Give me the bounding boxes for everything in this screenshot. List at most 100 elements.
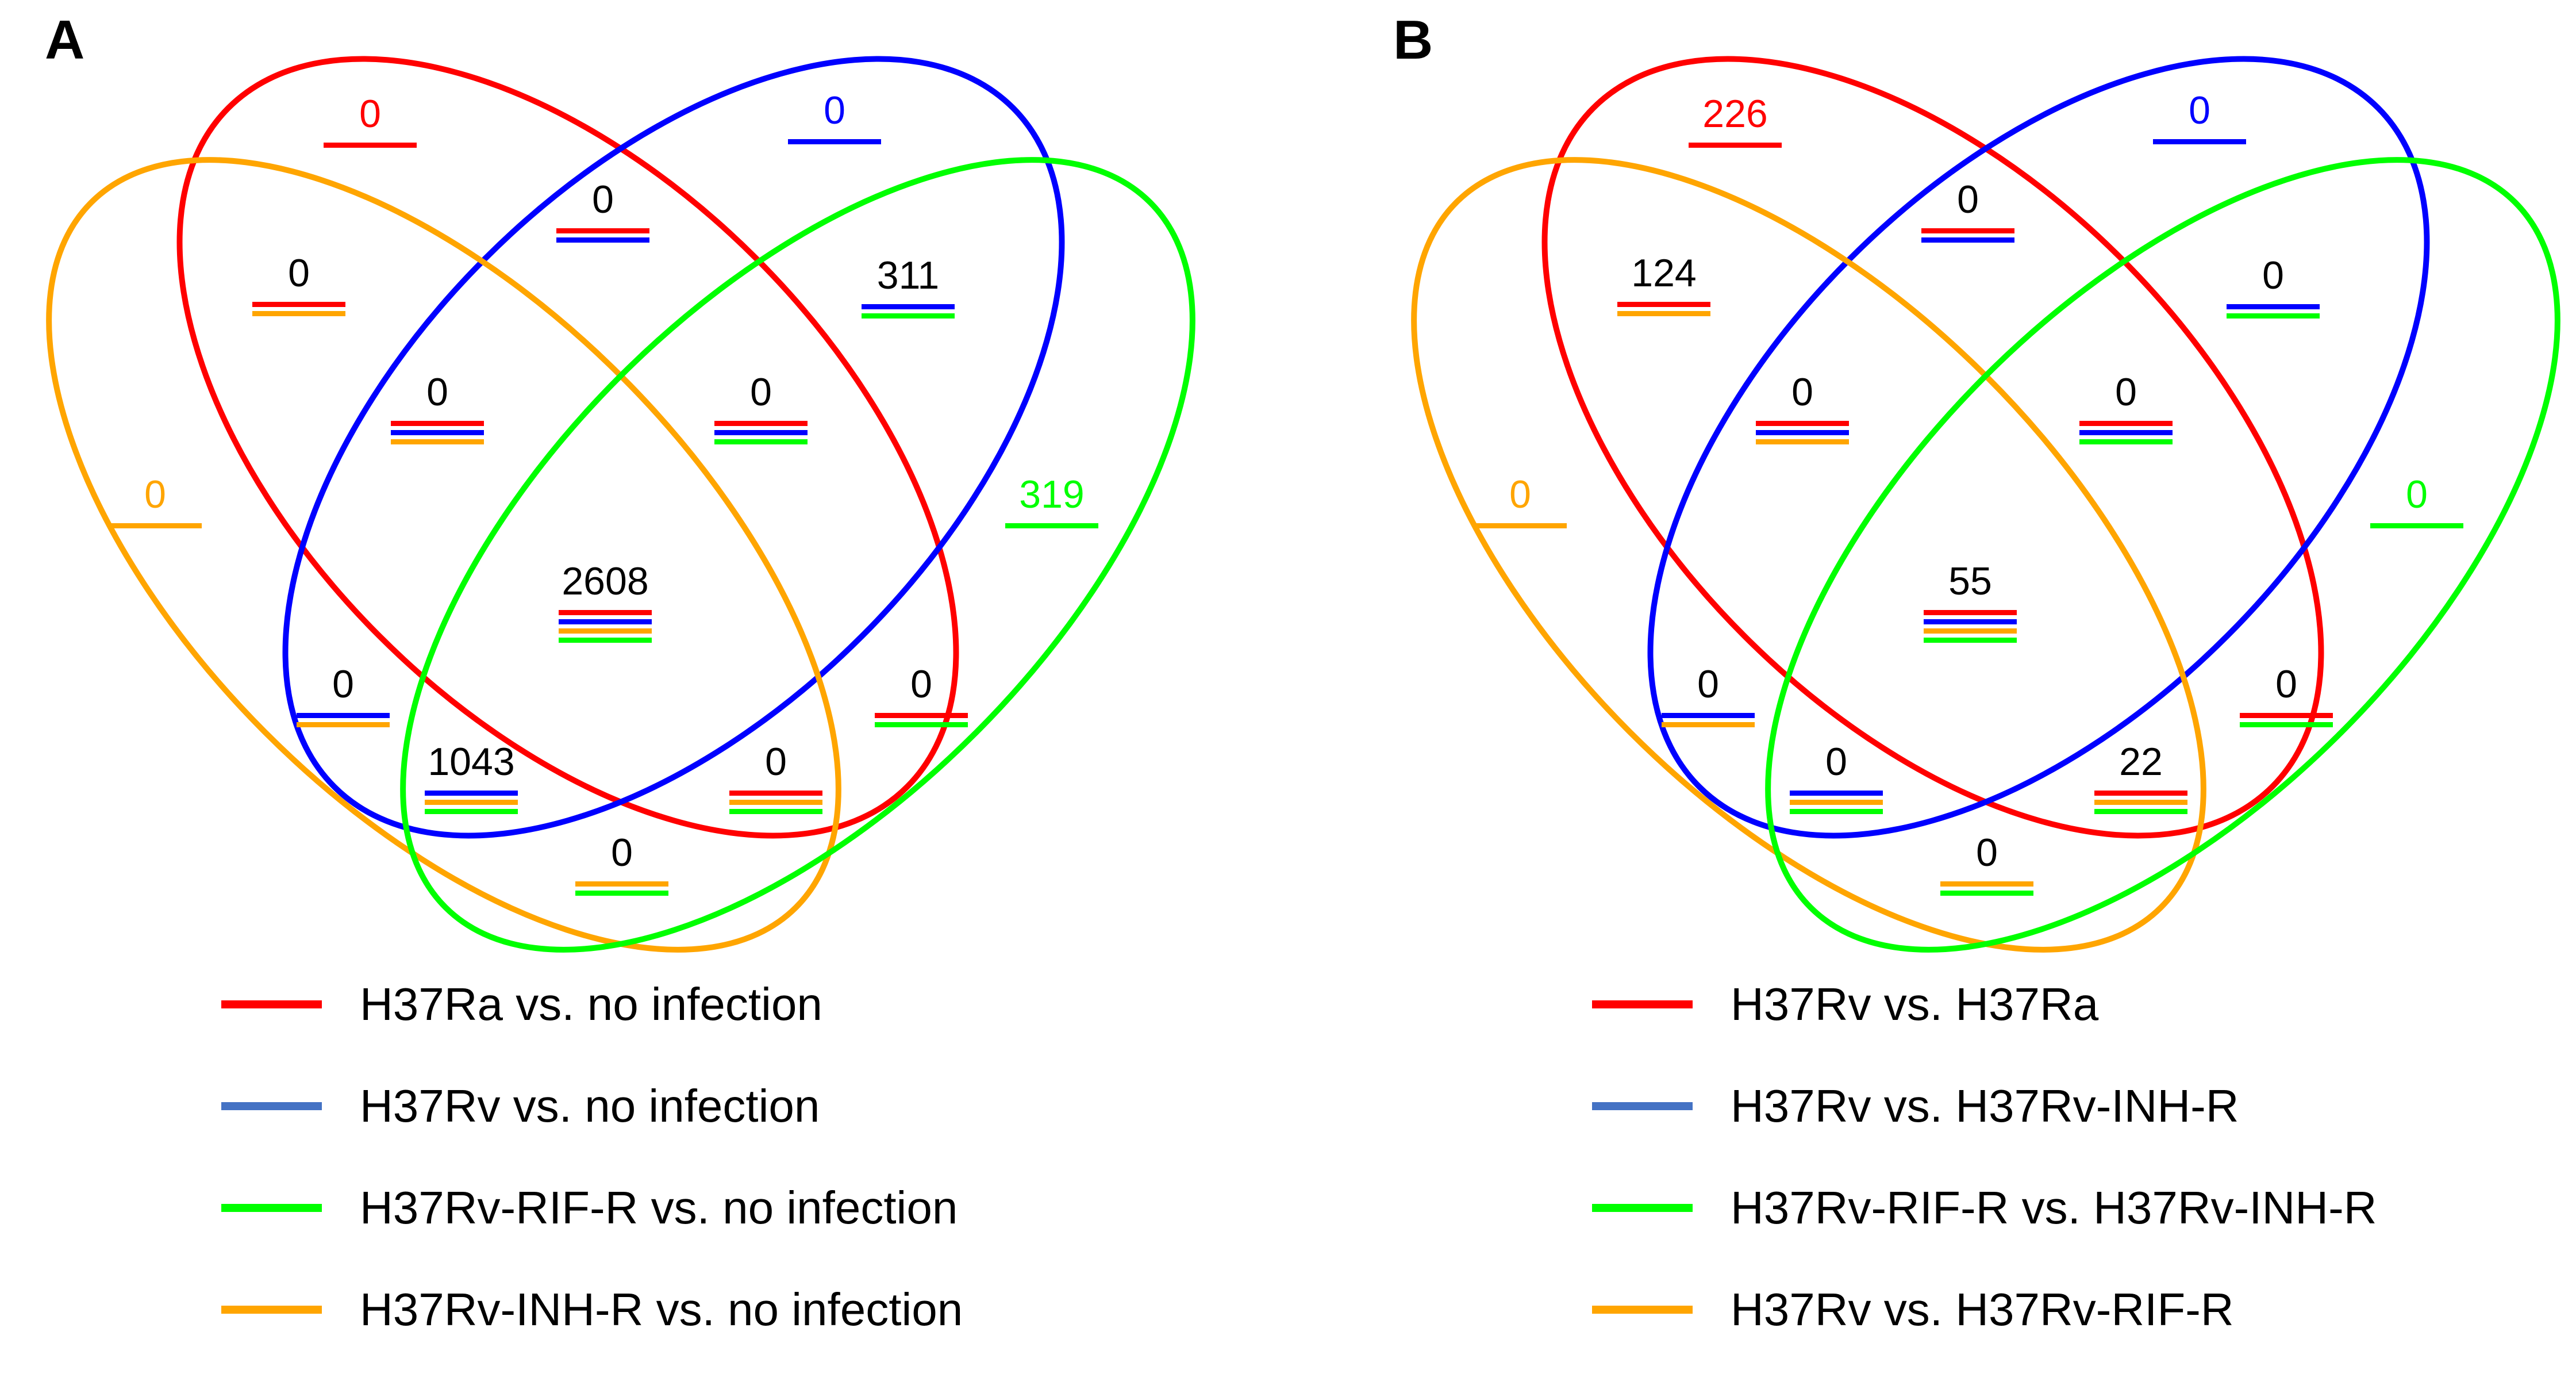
orange-set-bar (729, 800, 822, 805)
region-set-bars (559, 610, 652, 643)
green-set-bar (1924, 638, 2017, 643)
region-value: 0 (765, 740, 787, 784)
region-value: 0 (2275, 662, 2297, 706)
blue-set-bar (788, 139, 881, 144)
orange-set-bar (1617, 311, 1710, 316)
region-set-bars (391, 421, 484, 444)
region-value: 1043 (428, 740, 515, 784)
region-value: 0 (1825, 740, 1847, 784)
legend-swatch (1592, 1204, 1693, 1212)
region-set-bars (714, 421, 808, 444)
region-set-bars (875, 713, 968, 727)
green-set-bar (1940, 891, 2033, 896)
legend-label: H37Rv-RIF-R vs. H37Rv-INH-R (1731, 1182, 2377, 1233)
ellipse-green (1765, 157, 2560, 953)
legend-label: H37Rv vs. H37Ra (1731, 979, 2099, 1030)
red-set-bar (252, 302, 345, 307)
region-value: 0 (824, 89, 845, 132)
legend-item: H37Rv-RIF-R vs. no infection (221, 1181, 963, 1234)
region-count-blue: 0 (788, 89, 881, 144)
legend-item: H37Rv-INH-R vs. no infection (221, 1283, 963, 1336)
legend-swatch (221, 1306, 322, 1314)
region-value: 0 (144, 473, 166, 516)
blue-set-bar (2079, 430, 2173, 435)
orange-set-bar (1940, 881, 2033, 887)
red-set-bar (2079, 421, 2173, 426)
region-value: 0 (1509, 473, 1531, 516)
orange-set-bar (297, 722, 390, 727)
region-count-ro: 124 (1617, 252, 1710, 316)
region-value: 0 (592, 178, 614, 221)
orange-set-bar (1924, 628, 2017, 634)
region-set-bars (2227, 304, 2320, 319)
green-set-bar (875, 722, 968, 727)
region-value: 0 (2406, 473, 2428, 516)
region-value: 2608 (562, 559, 649, 603)
region-value: 22 (2119, 740, 2163, 784)
figure-page: { "colors": { "red": "#ff0000", "blue": … (45, 12, 2576, 1336)
region-count-rbo: 0 (1756, 371, 1849, 444)
region-set-bars (1005, 523, 1098, 528)
legend-label: H37Rv-INH-R vs. no infection (360, 1284, 963, 1335)
legend-item: H37Rv vs. no infection (221, 1080, 963, 1133)
blue-set-bar (425, 791, 518, 796)
red-set-bar (556, 228, 649, 233)
red-set-bar (1924, 610, 2017, 615)
region-set-bars (2094, 791, 2187, 814)
region-set-bars (1689, 143, 1782, 148)
region-set-bars (575, 881, 668, 896)
venn-diagram-b (1411, 56, 2560, 953)
region-set-bars (1756, 421, 1849, 444)
region-set-bars (1617, 302, 1710, 316)
ellipse-green (400, 157, 1195, 953)
region-count-rb: 0 (1921, 178, 2014, 243)
region-count-rbg: 0 (714, 371, 808, 444)
region-count-bog: 0 (1790, 741, 1883, 814)
region-value: 0 (359, 92, 381, 136)
blue-set-bar (1790, 791, 1883, 796)
legend-item: H37Rv vs. H37Ra (1592, 978, 2377, 1031)
region-count-bo: 0 (297, 663, 390, 727)
red-set-bar (1756, 421, 1849, 426)
region-count-orange: 0 (1474, 473, 1567, 528)
blue-set-bar (2153, 139, 2246, 144)
region-count-rbg: 0 (2079, 371, 2173, 444)
green-set-bar (575, 891, 668, 896)
legend-swatch (221, 1204, 322, 1212)
region-count-rog: 0 (729, 741, 822, 814)
green-set-bar (862, 313, 955, 319)
region-count-green: 319 (1005, 473, 1098, 528)
green-set-bar (2079, 439, 2173, 444)
legend-item: H37Rv-RIF-R vs. H37Rv-INH-R (1592, 1181, 2377, 1234)
region-count-red: 226 (1689, 93, 1782, 148)
legend-item: H37Rv vs. H37Rv-INH-R (1592, 1080, 2377, 1133)
region-count-bog: 1043 (425, 741, 518, 814)
region-count-green: 0 (2370, 473, 2463, 528)
orange-set-bar (252, 311, 345, 316)
region-count-orange: 0 (109, 473, 202, 528)
venn-diagram-a (46, 56, 1195, 953)
green-set-bar (1005, 523, 1098, 528)
red-set-bar (2240, 713, 2333, 718)
region-count-bo: 0 (1662, 663, 1755, 727)
red-set-bar (1689, 143, 1782, 148)
red-set-bar (714, 421, 808, 426)
region-value: 0 (1957, 178, 1979, 221)
red-set-bar (391, 421, 484, 426)
orange-set-bar (575, 881, 668, 887)
region-set-bars (1790, 791, 1883, 814)
region-value: 0 (2262, 254, 2284, 297)
region-value: 319 (1019, 473, 1085, 516)
legend-label: H37Rv vs. no infection (360, 1080, 820, 1131)
region-count-rog: 22 (2094, 741, 2187, 814)
region-value: 0 (2115, 370, 2137, 414)
region-set-bars (2240, 713, 2333, 727)
legend-label: H37Ra vs. no infection (360, 979, 822, 1030)
region-count-rg: 0 (875, 663, 968, 727)
legend-item: H37Rv vs. H37Rv-RIF-R (1592, 1283, 2377, 1336)
region-set-bars (2153, 139, 2246, 144)
region-value: 55 (1948, 559, 1992, 603)
legend-label: H37Rv vs. H37Rv-INH-R (1731, 1080, 2239, 1131)
region-value: 0 (332, 662, 354, 706)
